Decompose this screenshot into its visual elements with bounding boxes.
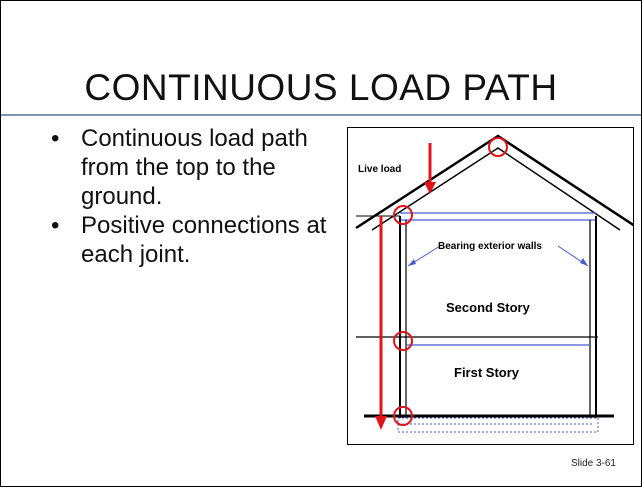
live-load-arrowhead: [424, 182, 436, 194]
bullet-symbol: •: [51, 212, 60, 239]
bullet-item: • Continuous load path from the top to t…: [51, 124, 341, 211]
roof-inner-line: [371, 147, 621, 231]
first-story-label: First Story: [454, 365, 520, 380]
bullet-text: Positive connections at each joint.: [81, 212, 327, 268]
roof: [355, 134, 633, 231]
house-section-svg: Live load Bearing exterior walls Second …: [355, 134, 633, 433]
bullet-item: • Positive connections at each joint.: [51, 211, 341, 269]
bearing-arrowhead-left: [408, 259, 416, 266]
bearing-walls-label: Bearing exterior walls: [438, 241, 542, 252]
foundation-outline: [397, 417, 599, 433]
roof-outer-line: [355, 134, 633, 230]
joint-circle-ridge: [488, 137, 508, 157]
load-path-arrowhead: [375, 416, 387, 430]
load-path-diagram: Live load Bearing exterior walls Second …: [347, 127, 634, 445]
bearing-arrowhead-right: [580, 258, 588, 266]
bullet-symbol: •: [51, 125, 60, 152]
foundation: [397, 417, 599, 433]
bullet-text: Continuous load path from the top to the…: [81, 125, 308, 210]
live-load-arrow: [424, 143, 436, 194]
joint-circles: [393, 137, 508, 426]
slide-number: Slide 3-61: [570, 458, 616, 469]
joint-circle-foundation: [393, 406, 413, 426]
bullet-list: • Continuous load path from the top to t…: [51, 124, 341, 269]
second-story-label: Second Story: [446, 300, 531, 315]
load-path-arrow: [375, 216, 387, 430]
joint-circle-floor: [393, 331, 413, 351]
live-load-label: Live load: [358, 164, 401, 175]
title-divider: [1, 114, 641, 116]
joint-circle-roof-wall: [393, 205, 413, 225]
slide-title: CONTINUOUS LOAD PATH: [84, 67, 558, 108]
